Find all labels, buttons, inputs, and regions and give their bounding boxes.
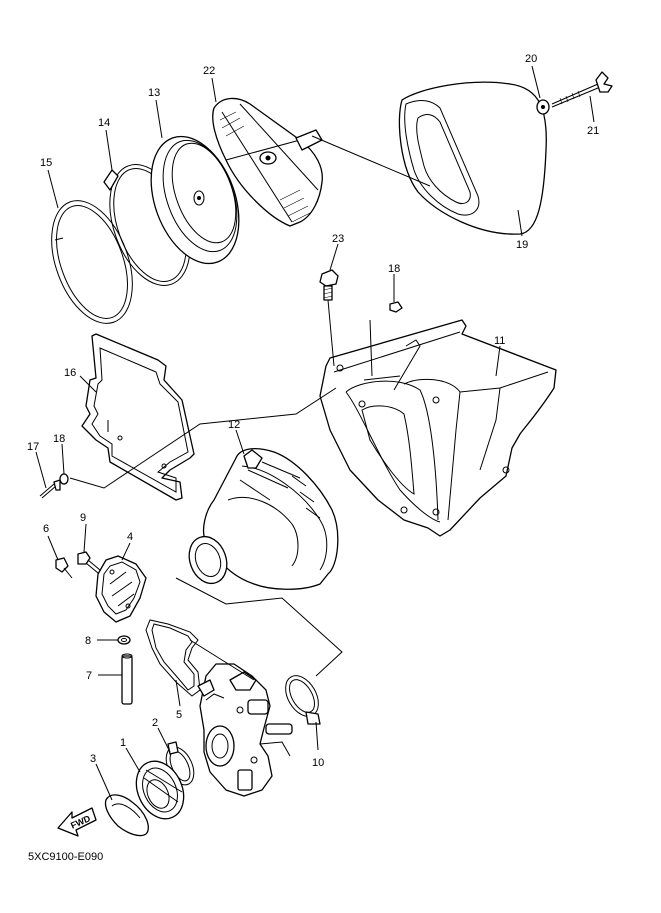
callout-9: 9 [80,512,86,524]
callout-10: 10 [312,757,324,769]
part-13-filter-element [150,135,240,265]
callout-14: 14 [98,117,110,129]
part-14-band [103,164,191,286]
callout-23: 23 [332,233,344,245]
part-18-nut-lower [59,473,69,485]
callout-2: 2 [152,717,158,729]
leader-lines [35,65,595,801]
part-7-hose [121,653,133,705]
part-10-clamp [285,675,321,725]
part-18-nut-upper [389,301,403,313]
part-15-ring [51,200,133,324]
callout-15: 15 [40,157,52,169]
part-23-bolt [319,269,339,301]
diagram-code: 5XC9100-E090 [28,851,103,863]
assembly-lines [69,135,431,681]
callout-3: 3 [90,753,96,765]
callout-20: 20 [525,53,537,65]
part-19-air-filter [398,81,547,235]
part-20-washer [536,99,550,115]
part-4-cover [95,555,147,623]
part-17-screw [39,479,61,499]
callout-16: 16 [64,367,76,379]
part-6-screw [55,557,73,579]
callout-labels: 15 14 13 22 20 21 19 23 18 11 12 16 17 1… [27,53,599,769]
part-1-joint [135,760,185,820]
callout-12: 12 [228,419,240,431]
fwd-arrow-icon: FWD [57,807,97,837]
callout-8: 8 [85,635,91,647]
part-16-seal-plate [81,333,195,501]
carburetor [197,663,293,797]
part-22-filter-guide [212,97,323,227]
callout-11: 11 [494,335,505,347]
part-3-cap [104,794,149,837]
part-9-bolt [77,551,101,574]
part-5-gasket [145,619,201,697]
callout-13: 13 [148,87,160,99]
callout-1: 1 [120,737,126,749]
callout-22: 22 [203,65,215,77]
part-11-filter-case [319,319,557,537]
part-21-wing-bolt [551,71,613,108]
callout-7: 7 [86,670,92,682]
callout-5: 5 [176,709,182,721]
callout-4: 4 [127,531,133,543]
callout-6: 6 [43,523,49,535]
part-12-joint [188,447,339,590]
callout-17: 17 [27,441,39,453]
callout-18-upper: 18 [388,263,400,275]
callout-21: 21 [587,125,599,137]
part-8-nut [117,635,131,645]
callout-19: 19 [516,239,528,251]
callout-18-lower: 18 [53,433,65,445]
